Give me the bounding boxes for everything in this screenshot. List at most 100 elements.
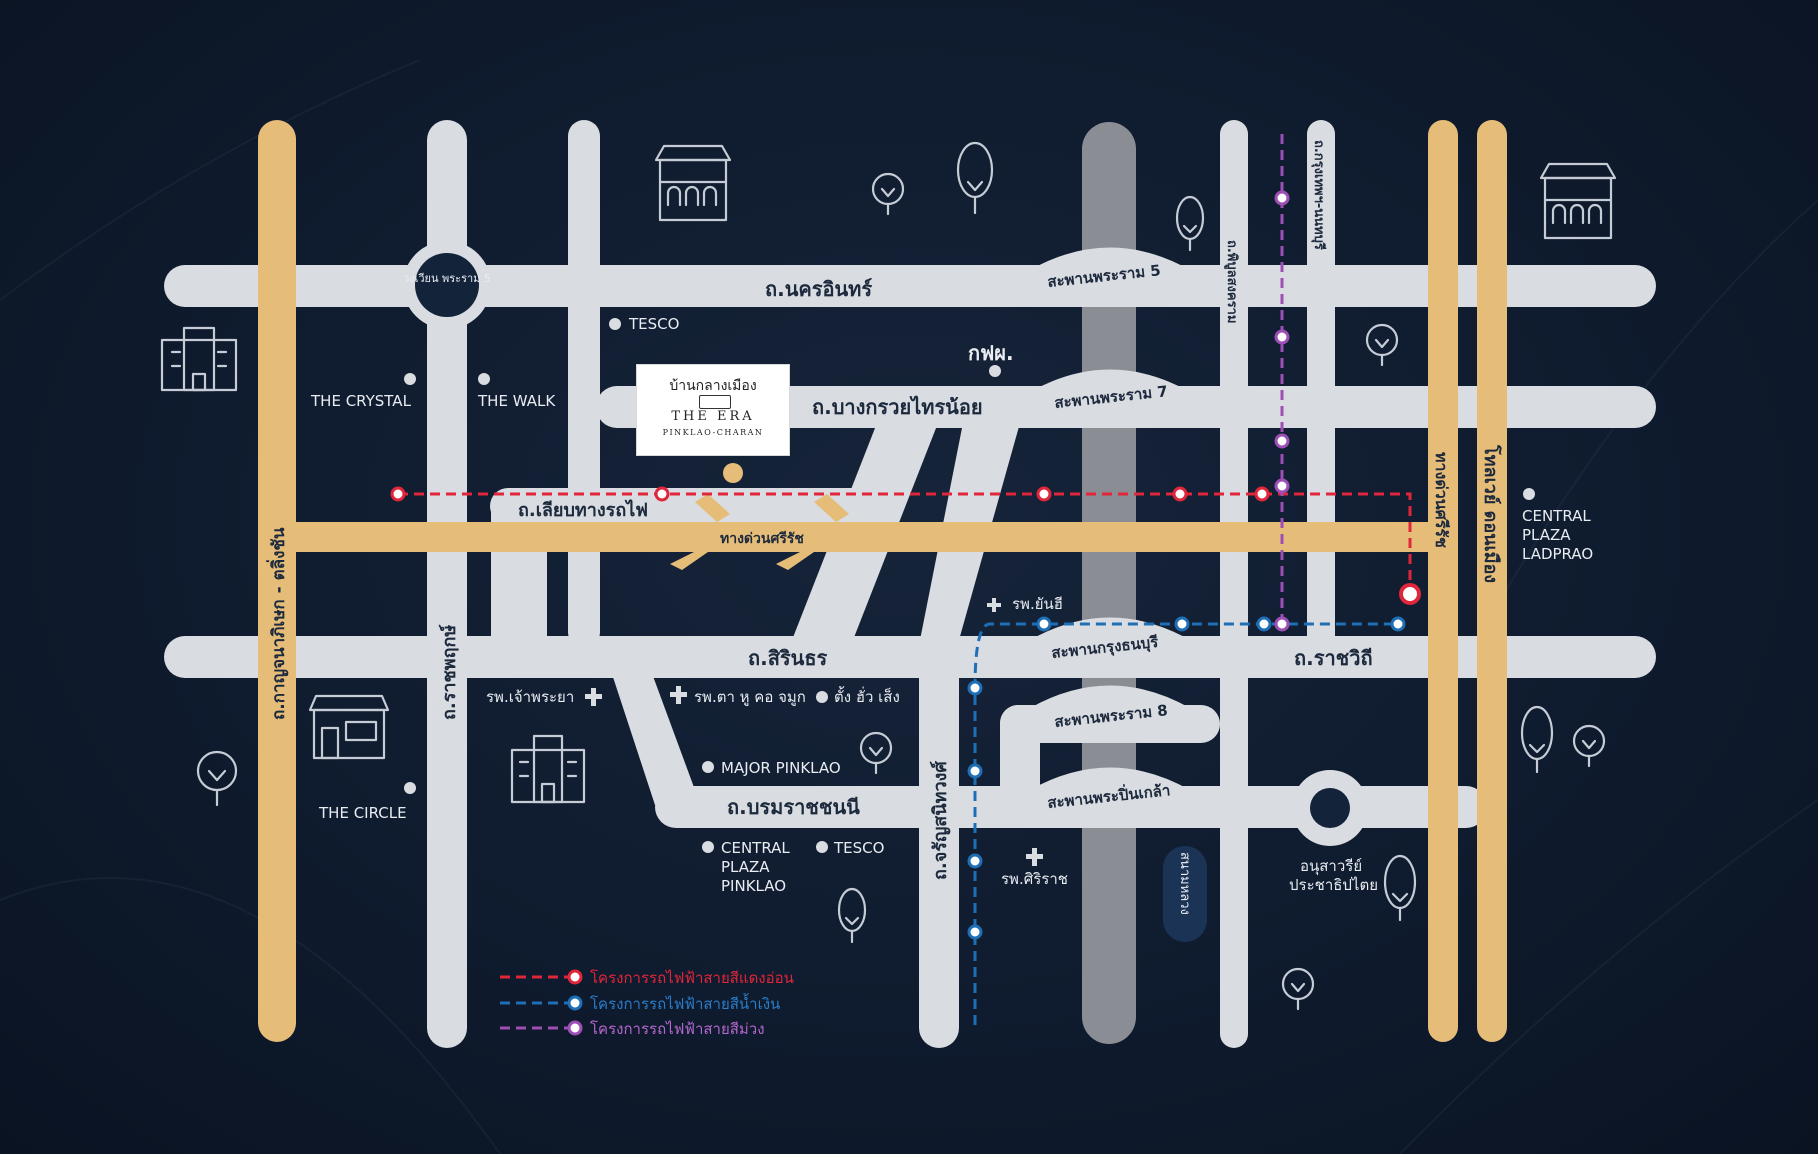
hospital-cross-icon (585, 688, 602, 706)
label-chao-phraya-hospital: รพ.เจ้าพระยา (486, 688, 574, 706)
label-sirinthorn: ถ.สิรินธร (748, 646, 828, 670)
tree-icon (837, 887, 867, 944)
label-major-pinklao: MAJOR PINKLAO (721, 759, 841, 777)
hospital-cross-icon (987, 598, 1001, 612)
historic-building-icon (654, 144, 732, 222)
tree-icon (1365, 323, 1399, 367)
label-the-circle: THE CIRCLE (318, 804, 407, 822)
project-logo-icon (699, 395, 731, 409)
tree-icon (196, 750, 238, 807)
place-labels: TESCO THE CRYSTAL THE WALK กฟผ. CENTRAL … (310, 315, 1593, 915)
road-liap-rot-fai (490, 488, 900, 524)
bridge-pinklao (1030, 767, 1190, 822)
label-kanchanaphisek: ถ.กาญจนาภิเษก - ตลิ่งชัน (266, 527, 289, 720)
label-the-crystal: THE CRYSTAL (310, 392, 412, 410)
road-connector-a (568, 120, 600, 648)
label-central-ladprao-3: LADPRAO (1522, 545, 1593, 563)
label-ratchawithi: ถ.ราชวิถี (1294, 646, 1373, 670)
tree-icon (956, 141, 994, 215)
hospital-cross-icon (1026, 848, 1043, 866)
bridge-rama7 (1030, 369, 1190, 422)
legend-red-label: โครงการรถไฟฟ้าสายสีแดงอ่อน (590, 969, 794, 987)
label-democracy-1: อนุสาวรีย์ (1300, 857, 1362, 876)
bridge-krungthon (1030, 617, 1190, 672)
road-labels: ถ.นครอินทร์ ถ.บางกรวยไทรน้อย ถ.เลียบทางร… (266, 140, 1502, 880)
legend-red: โครงการรถไฟฟ้าสายสีแดงอ่อน (500, 969, 794, 987)
road-charansanitwong (919, 640, 959, 1048)
legend-blue: โครงการรถไฟฟ้าสายสีน้ำเงิน (500, 993, 780, 1013)
legend-purple: โครงการรถไฟฟ้าสายสีม่วง (500, 1020, 765, 1038)
label-siriraj: รพ.ศิริราช (1001, 870, 1068, 888)
label-si-rat-vertical: ทางด่วนศรีรัช (1432, 452, 1451, 548)
label-charansanitwong: ถ.จรัญสนิทวงศ์ (929, 761, 951, 880)
historic-building-icon (1539, 162, 1617, 240)
shop-icon (308, 694, 390, 760)
label-sanam-luang: สนามหลวง (1177, 852, 1192, 915)
purple-line-stations (1274, 190, 1290, 632)
tree-icon (871, 172, 905, 216)
ramp-4 (776, 552, 814, 570)
label-central-pinklao-1: CENTRAL (721, 839, 790, 857)
tree-icon (1175, 195, 1205, 252)
legend: โครงการรถไฟฟ้าสายสีแดงอ่อน โครงการรถไฟฟ้… (500, 969, 794, 1038)
label-tesco-1: TESCO (628, 315, 679, 333)
highway-si-rat-vertical (1428, 120, 1458, 1042)
label-the-walk: THE WALK (477, 392, 556, 410)
tree-icon (1383, 854, 1417, 922)
label-bang-kruai: ถ.บางกรวยไทรน้อย (812, 395, 983, 419)
legend-purple-label: โครงการรถไฟฟ้าสายสีม่วง (590, 1020, 765, 1038)
label-nakhon-in: ถ.นครอินทร์ (765, 277, 872, 301)
label-tesco-2: TESCO (833, 839, 884, 857)
project-location-marker[interactable] (723, 463, 743, 483)
label-central-ladprao-2: PLAZA (1522, 526, 1571, 544)
project-label[interactable]: บ้านกลางเมือง THE ERA PINKLAO-CHARAN (636, 364, 790, 456)
building-icons (160, 144, 1617, 804)
label-si-rat-expressway: ทางด่วนศรีรัช (720, 531, 804, 547)
project-subtitle: PINKLAO-CHARAN (662, 428, 764, 437)
office-building-icon (510, 734, 586, 804)
project-name-en: THE ERA (671, 409, 755, 424)
red-line-stations (390, 486, 1421, 605)
hospital-icons (585, 598, 1043, 866)
background-leaves (0, 59, 1818, 1154)
label-liap-rot-fai: ถ.เลียบทางรถไฟ (518, 499, 648, 521)
project-name-thai: บ้านกลางเมือง (669, 378, 757, 394)
road-borommaratchachonnani (655, 786, 1487, 828)
tree-icon (1281, 967, 1315, 1011)
ramp-2 (670, 552, 708, 570)
label-vibhavadi: โทลเวย์ ดอนเมือง (1480, 444, 1502, 583)
highways (258, 120, 1507, 1042)
label-ratchaphruek: ถ.ราชพฤกษ์ (438, 624, 460, 720)
office-building-icon (160, 326, 238, 392)
bridge-rama5 (1030, 247, 1190, 300)
label-roundabout: วงเวียน พระราม 5 (403, 272, 491, 285)
label-yanhee: รพ.ยันฮี (1012, 595, 1063, 613)
bridge-rama8 (1030, 685, 1190, 740)
ramp-1 (695, 494, 730, 522)
label-central-pinklao-3: PINKLAO (721, 877, 786, 895)
hospital-cross-icon (670, 686, 687, 704)
blue-line-stations (967, 616, 1406, 940)
tree-icon (859, 731, 893, 775)
bridges (1030, 247, 1190, 822)
sanam-luang-area (1163, 846, 1207, 942)
ramp-3 (814, 494, 849, 522)
highway-si-rat-horizontal (276, 522, 1456, 552)
label-democracy-2: ประชาธิปไตย (1289, 876, 1378, 894)
label-egat: กฟผ. (968, 341, 1014, 365)
label-phibunsongkhram: ถ.พิบูลสงคราม (1224, 240, 1239, 323)
label-ent-hospital: รพ.ตา หู คอ จมูก (694, 688, 806, 706)
poi-dots (404, 318, 1535, 853)
label-tang-hua-seng: ตั้ง ฮั่ว เส็ง (834, 686, 900, 706)
highway-kanchanaphisek (258, 120, 296, 1042)
label-central-ladprao-1: CENTRAL (1522, 507, 1591, 525)
label-krungthep-nonthaburi: ถ.กรุงเทพฯ-นนทบุรี (1311, 140, 1327, 250)
rail-red-line (398, 492, 1412, 594)
label-central-pinklao-2: PLAZA (721, 858, 770, 876)
tree-icon (1520, 705, 1554, 774)
label-borommaratchachonnani: ถ.บรมราชชนนี (727, 795, 860, 819)
roundabout-inner (415, 253, 479, 317)
road-diagonal-3 (610, 668, 695, 805)
